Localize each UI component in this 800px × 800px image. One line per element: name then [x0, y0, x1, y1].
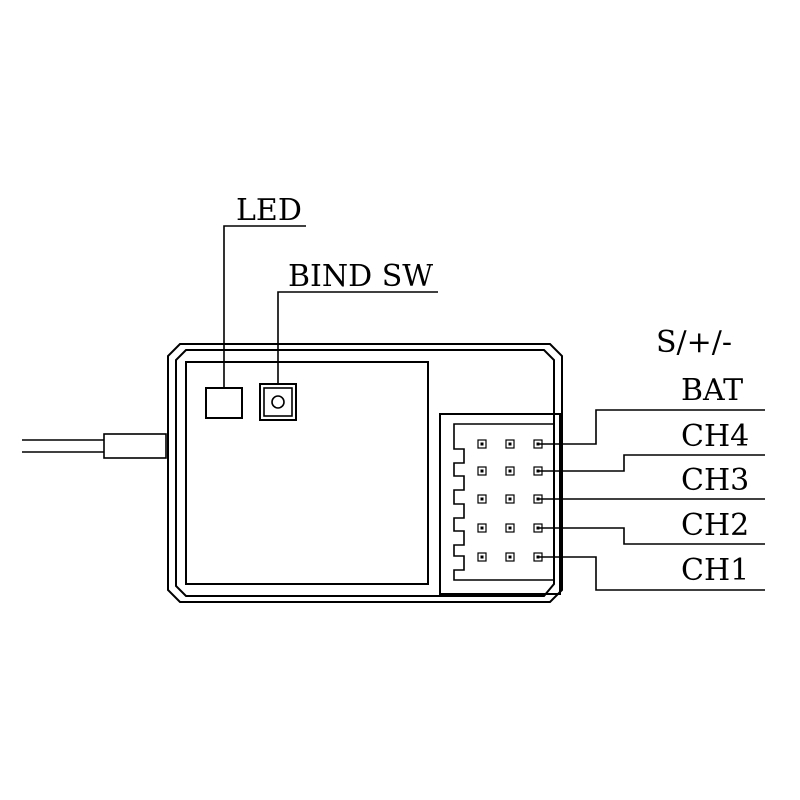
pin — [477, 552, 487, 562]
ch1-label: CH1 — [681, 553, 749, 588]
receiver-body — [167, 343, 563, 603]
pin — [505, 552, 515, 562]
antenna — [22, 433, 167, 459]
bat-leader — [538, 409, 765, 445]
ch2-leader — [538, 527, 765, 545]
led-indicator — [205, 387, 243, 419]
ch4-leader — [538, 454, 765, 472]
pin-header — [439, 413, 561, 595]
leader-lines — [223, 225, 765, 591]
ch1-leader — [538, 556, 765, 591]
led-label: LED — [236, 193, 302, 228]
ch2-label: CH2 — [681, 508, 749, 543]
led-leader — [223, 225, 306, 388]
bat-label: BAT — [681, 373, 743, 408]
pin — [477, 494, 487, 504]
pin-grid — [477, 439, 543, 562]
pin — [477, 466, 487, 476]
pin — [505, 466, 515, 476]
pin — [505, 523, 515, 533]
pin — [477, 439, 487, 449]
bind-sw-leader — [277, 291, 438, 384]
label-area — [185, 361, 429, 585]
pin — [477, 523, 487, 533]
bind-sw-label: BIND SW — [288, 259, 433, 294]
pin-order-label: S/+/- — [656, 325, 732, 360]
ch3-label: CH3 — [681, 463, 749, 498]
pin — [505, 439, 515, 449]
pin — [505, 494, 515, 504]
ch4-label: CH4 — [681, 419, 749, 454]
bind-switch[interactable] — [259, 383, 297, 421]
